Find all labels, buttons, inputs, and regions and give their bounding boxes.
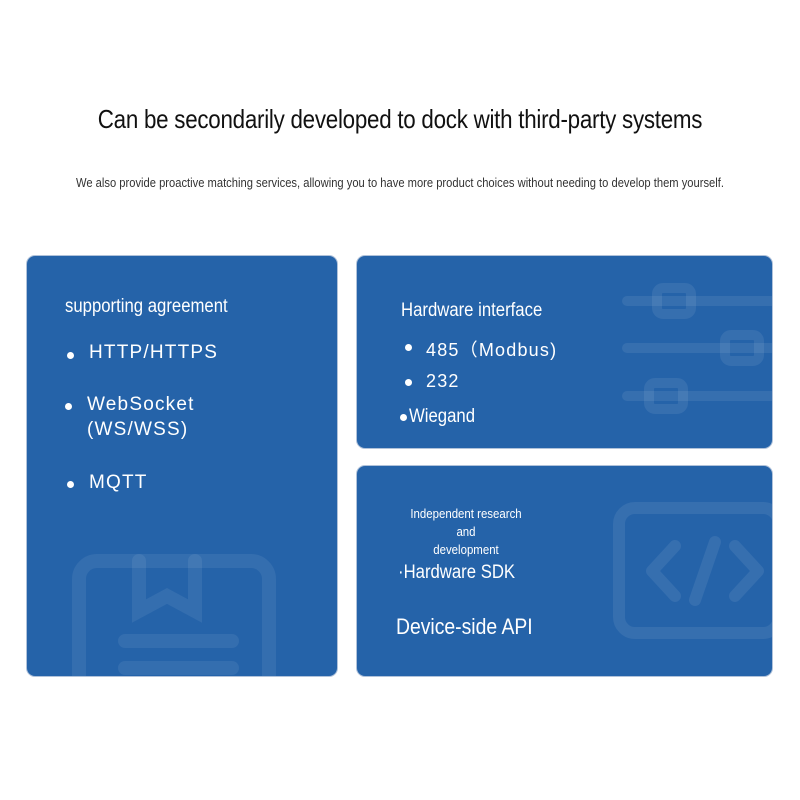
hardware-interface-card: Hardware interface 485（Modbus) 232 Wiega… [357, 256, 772, 448]
protocol-websocket-variants: (WS/WSS) [87, 419, 189, 440]
protocol-http: HTTP/HTTPS [89, 342, 219, 363]
protocol-mqtt: MQTT [89, 472, 148, 493]
sdk-card: Independent research and development ·Ha… [357, 466, 772, 676]
interface-232: 232 [426, 371, 460, 391]
page-title: Can be secondarily developed to dock wit… [97, 104, 703, 134]
interface-wiegand: Wiegand [409, 406, 475, 427]
sliders-icon [622, 283, 772, 414]
bullet [65, 403, 72, 410]
sdk-heading-line2: development [433, 542, 499, 557]
sdk-heading-line1: Independent research and [410, 506, 522, 539]
bullet [67, 481, 74, 488]
bullet [67, 352, 74, 359]
page-subtitle: We also provide proactive matching servi… [76, 175, 724, 190]
bullet [405, 379, 412, 386]
protocols-heading: supporting agreement [65, 296, 228, 317]
interface-485: 485（Modbus) [426, 340, 558, 360]
code-icon [613, 502, 772, 639]
protocols-card: supporting agreement HTTP/HTTPS WebSocke… [27, 256, 337, 676]
sdk-heading: Independent research and development [400, 505, 532, 559]
bullet [400, 414, 407, 421]
document-icon [72, 554, 276, 676]
device-side-api: Device-side API [396, 614, 533, 639]
bullet [405, 344, 412, 351]
hardware-interface-heading: Hardware interface [401, 300, 543, 321]
hardware-sdk: ·Hardware SDK [398, 562, 516, 583]
protocol-websocket: WebSocket [87, 394, 195, 415]
